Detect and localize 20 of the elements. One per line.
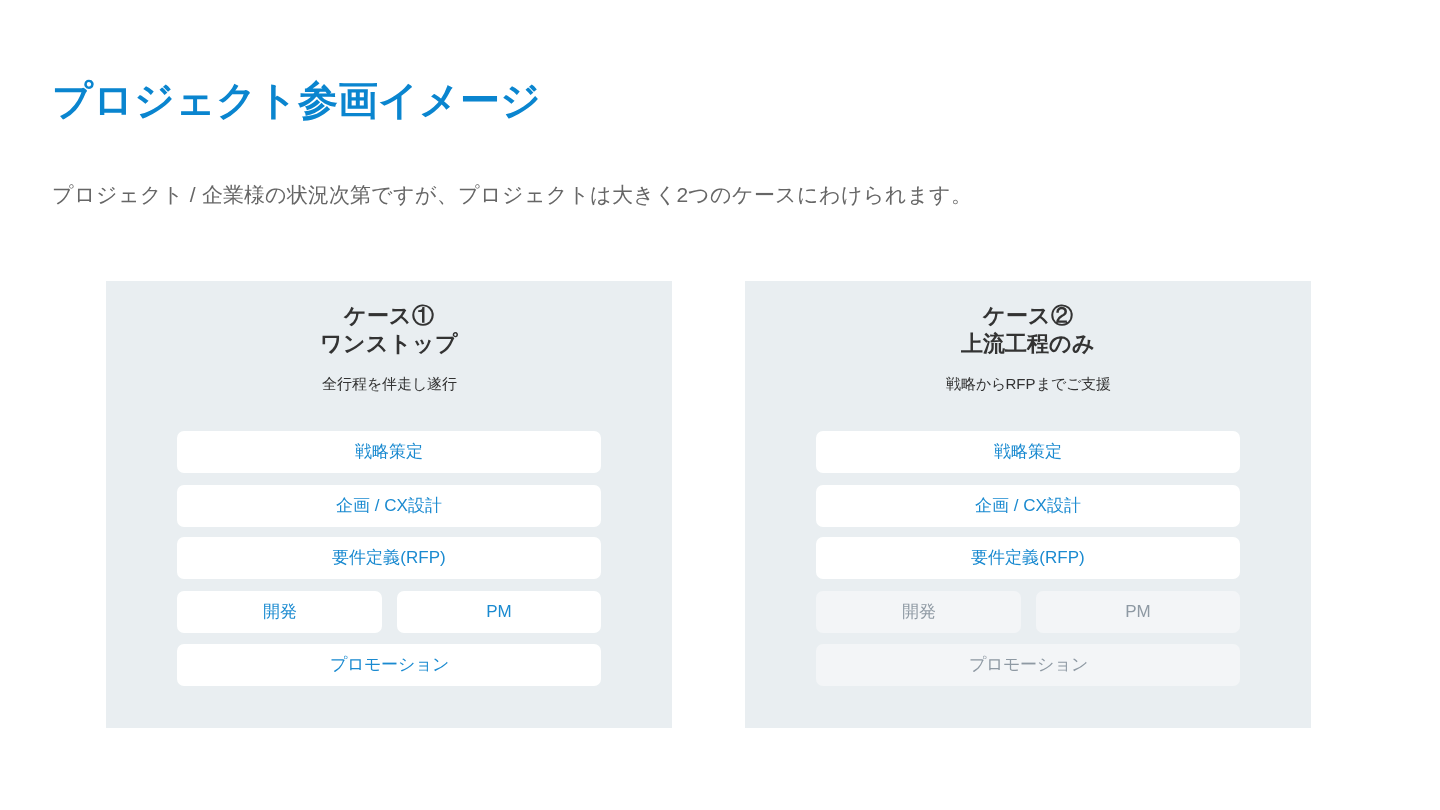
case-description: 全行程を伴走し遂行: [321, 374, 457, 394]
phase-label: PM: [1125, 601, 1151, 623]
phase-label: 開発: [262, 601, 297, 623]
phase-label: PM: [486, 601, 512, 623]
phase-label: 要件定義(RFP): [971, 547, 1085, 569]
case-description: 戦略からRFPまでご支援: [945, 374, 1111, 394]
case-title: ワンストップ: [320, 330, 458, 358]
phase-label: プロモーション: [329, 654, 449, 676]
phase-label: 企画 / CX設計: [975, 495, 1081, 517]
title: プロジェクト参画イメージ: [52, 77, 541, 124]
phase-label: プロモーション: [968, 654, 1088, 676]
phase-label: 要件定義(RFP): [332, 547, 446, 569]
phase-label: 戦略策定: [994, 441, 1062, 463]
phase-label: 開発: [901, 601, 936, 623]
lead-text: プロジェクト / 企業様の状況次第ですが、プロジェクトは大きく2つのケースにわけられます。: [52, 182, 973, 208]
case-number: ケース①: [344, 302, 434, 330]
phase-label: 企画 / CX設計: [336, 495, 442, 517]
phase-label: 戦略策定: [355, 441, 423, 463]
case-number: ケース②: [983, 302, 1073, 330]
case-title: 上流工程のみ: [961, 330, 1095, 358]
